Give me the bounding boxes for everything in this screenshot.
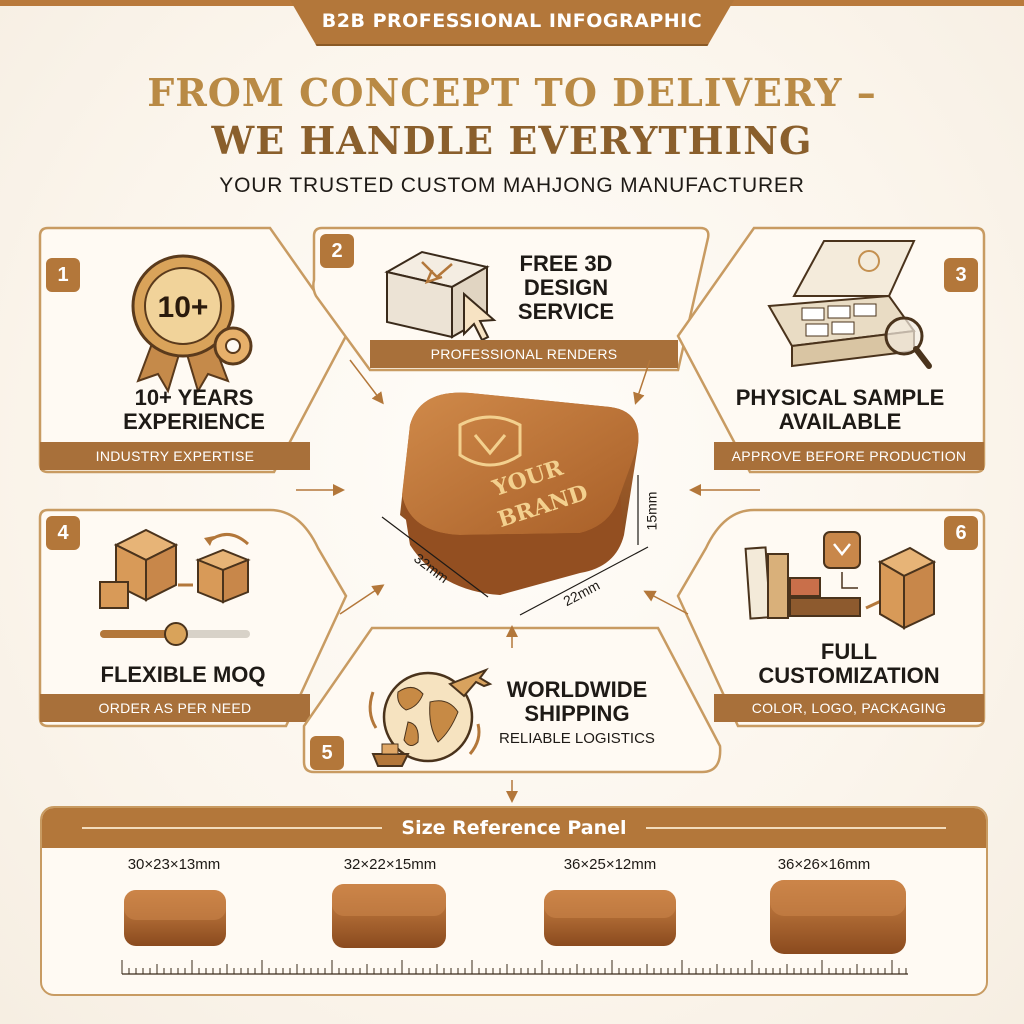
size-tile-4 [770, 880, 906, 954]
award-medal-icon: 10+ [131, 254, 253, 394]
card-number-badge: 2 [320, 234, 354, 268]
card-title: PHYSICAL SAMPLE AVAILABLE [735, 385, 945, 434]
size-label: 30×23×13mm [127, 856, 221, 873]
size-tiles [121, 880, 908, 975]
card-title: FULL CUSTOMIZATION [758, 639, 940, 688]
card-caption: RELIABLE LOGISTICS [499, 730, 655, 747]
card-caption: INDUSTRY EXPERTISE [40, 442, 310, 470]
main-title-line-1: FROM CONCEPT TO DELIVERY – [147, 70, 877, 115]
size-tile-1 [124, 890, 226, 946]
sample-box-magnifier-icon [767, 240, 932, 369]
header-rule-right [646, 827, 946, 829]
header-banner: B2B PROFESSIONAL INFOGRAPHIC [290, 0, 734, 46]
card-title: 10+ YEARS EXPERIENCE [123, 385, 265, 434]
dimension-height: 15mm [643, 491, 660, 531]
banner-text: B2B PROFESSIONAL INFOGRAPHIC [321, 10, 703, 32]
feature-card-shipping: 5 WORLDWIDE SHIPPING RELIABLE LOGISTICS [302, 626, 722, 774]
tile-graphic: YOUR BRAND [381, 392, 649, 616]
size-panel-header: Size Reference Panel [42, 808, 986, 848]
size-panel-title: Size Reference Panel [401, 817, 627, 839]
card-title: FREE 3D DESIGN SERVICE [517, 251, 615, 324]
feature-card-sample: 3 PHYSICAL SAMPLE AVAILABLE APPROVE BEFO… [674, 226, 986, 476]
size-label: 36×25×12mm [563, 856, 657, 873]
center-mahjong-tile: YOUR BRAND 32mm 22mm 15mm [380, 385, 680, 635]
globe-plane-ship-icon [368, 667, 493, 767]
medal-label: 10+ [158, 291, 209, 324]
size-label: 36×26×16mm [777, 856, 871, 873]
card-caption: ORDER AS PER NEED [40, 694, 310, 722]
size-label: 32×22×15mm [343, 856, 437, 873]
header-rule-left [82, 827, 382, 829]
size-reference-panel: Size Reference Panel 30×23×13mm 32×22×15… [40, 806, 988, 996]
card-caption: COLOR, LOGO, PACKAGING [714, 694, 984, 722]
boxes-slider-icon [99, 528, 251, 646]
card-number-badge: 6 [944, 516, 978, 550]
feature-card-customization: 6 FULL CUSTOMIZATION COLOR, LOGO, PACKAG… [674, 508, 986, 730]
card-caption: PROFESSIONAL RENDERS [370, 340, 678, 368]
card-title: FLEXIBLE MOQ [100, 662, 266, 687]
feature-card-3d-design: 2 FREE 3D DESIGN SERVICE PROFESSIONAL RE… [312, 226, 712, 374]
size-tile-2 [332, 884, 446, 948]
size-tile-3 [544, 890, 676, 946]
main-title-line-2: WE HANDLE EVERYTHING [211, 118, 813, 163]
feature-card-experience: 1 10+ 10+ YEARS EXPERIENCE INDUSTRY EXPE… [38, 226, 350, 476]
card-number-badge: 1 [46, 258, 80, 292]
measurement-ruler [121, 960, 908, 975]
card-number-badge: 3 [944, 258, 978, 292]
subtitle: YOUR TRUSTED CUSTOM MAHJONG MANUFACTURER [219, 174, 805, 197]
swatches-logo-box-icon [744, 531, 937, 630]
card-number-badge: 4 [46, 516, 80, 550]
feature-card-moq: 4 FLEXIBLE MOQ ORDER AS PER NEED [38, 508, 350, 730]
3d-tile-cursor-icon [384, 250, 497, 342]
card-title: WORLDWIDE SHIPPING [506, 677, 648, 726]
card-caption: APPROVE BEFORE PRODUCTION [714, 442, 984, 470]
card-number-badge: 5 [310, 736, 344, 770]
